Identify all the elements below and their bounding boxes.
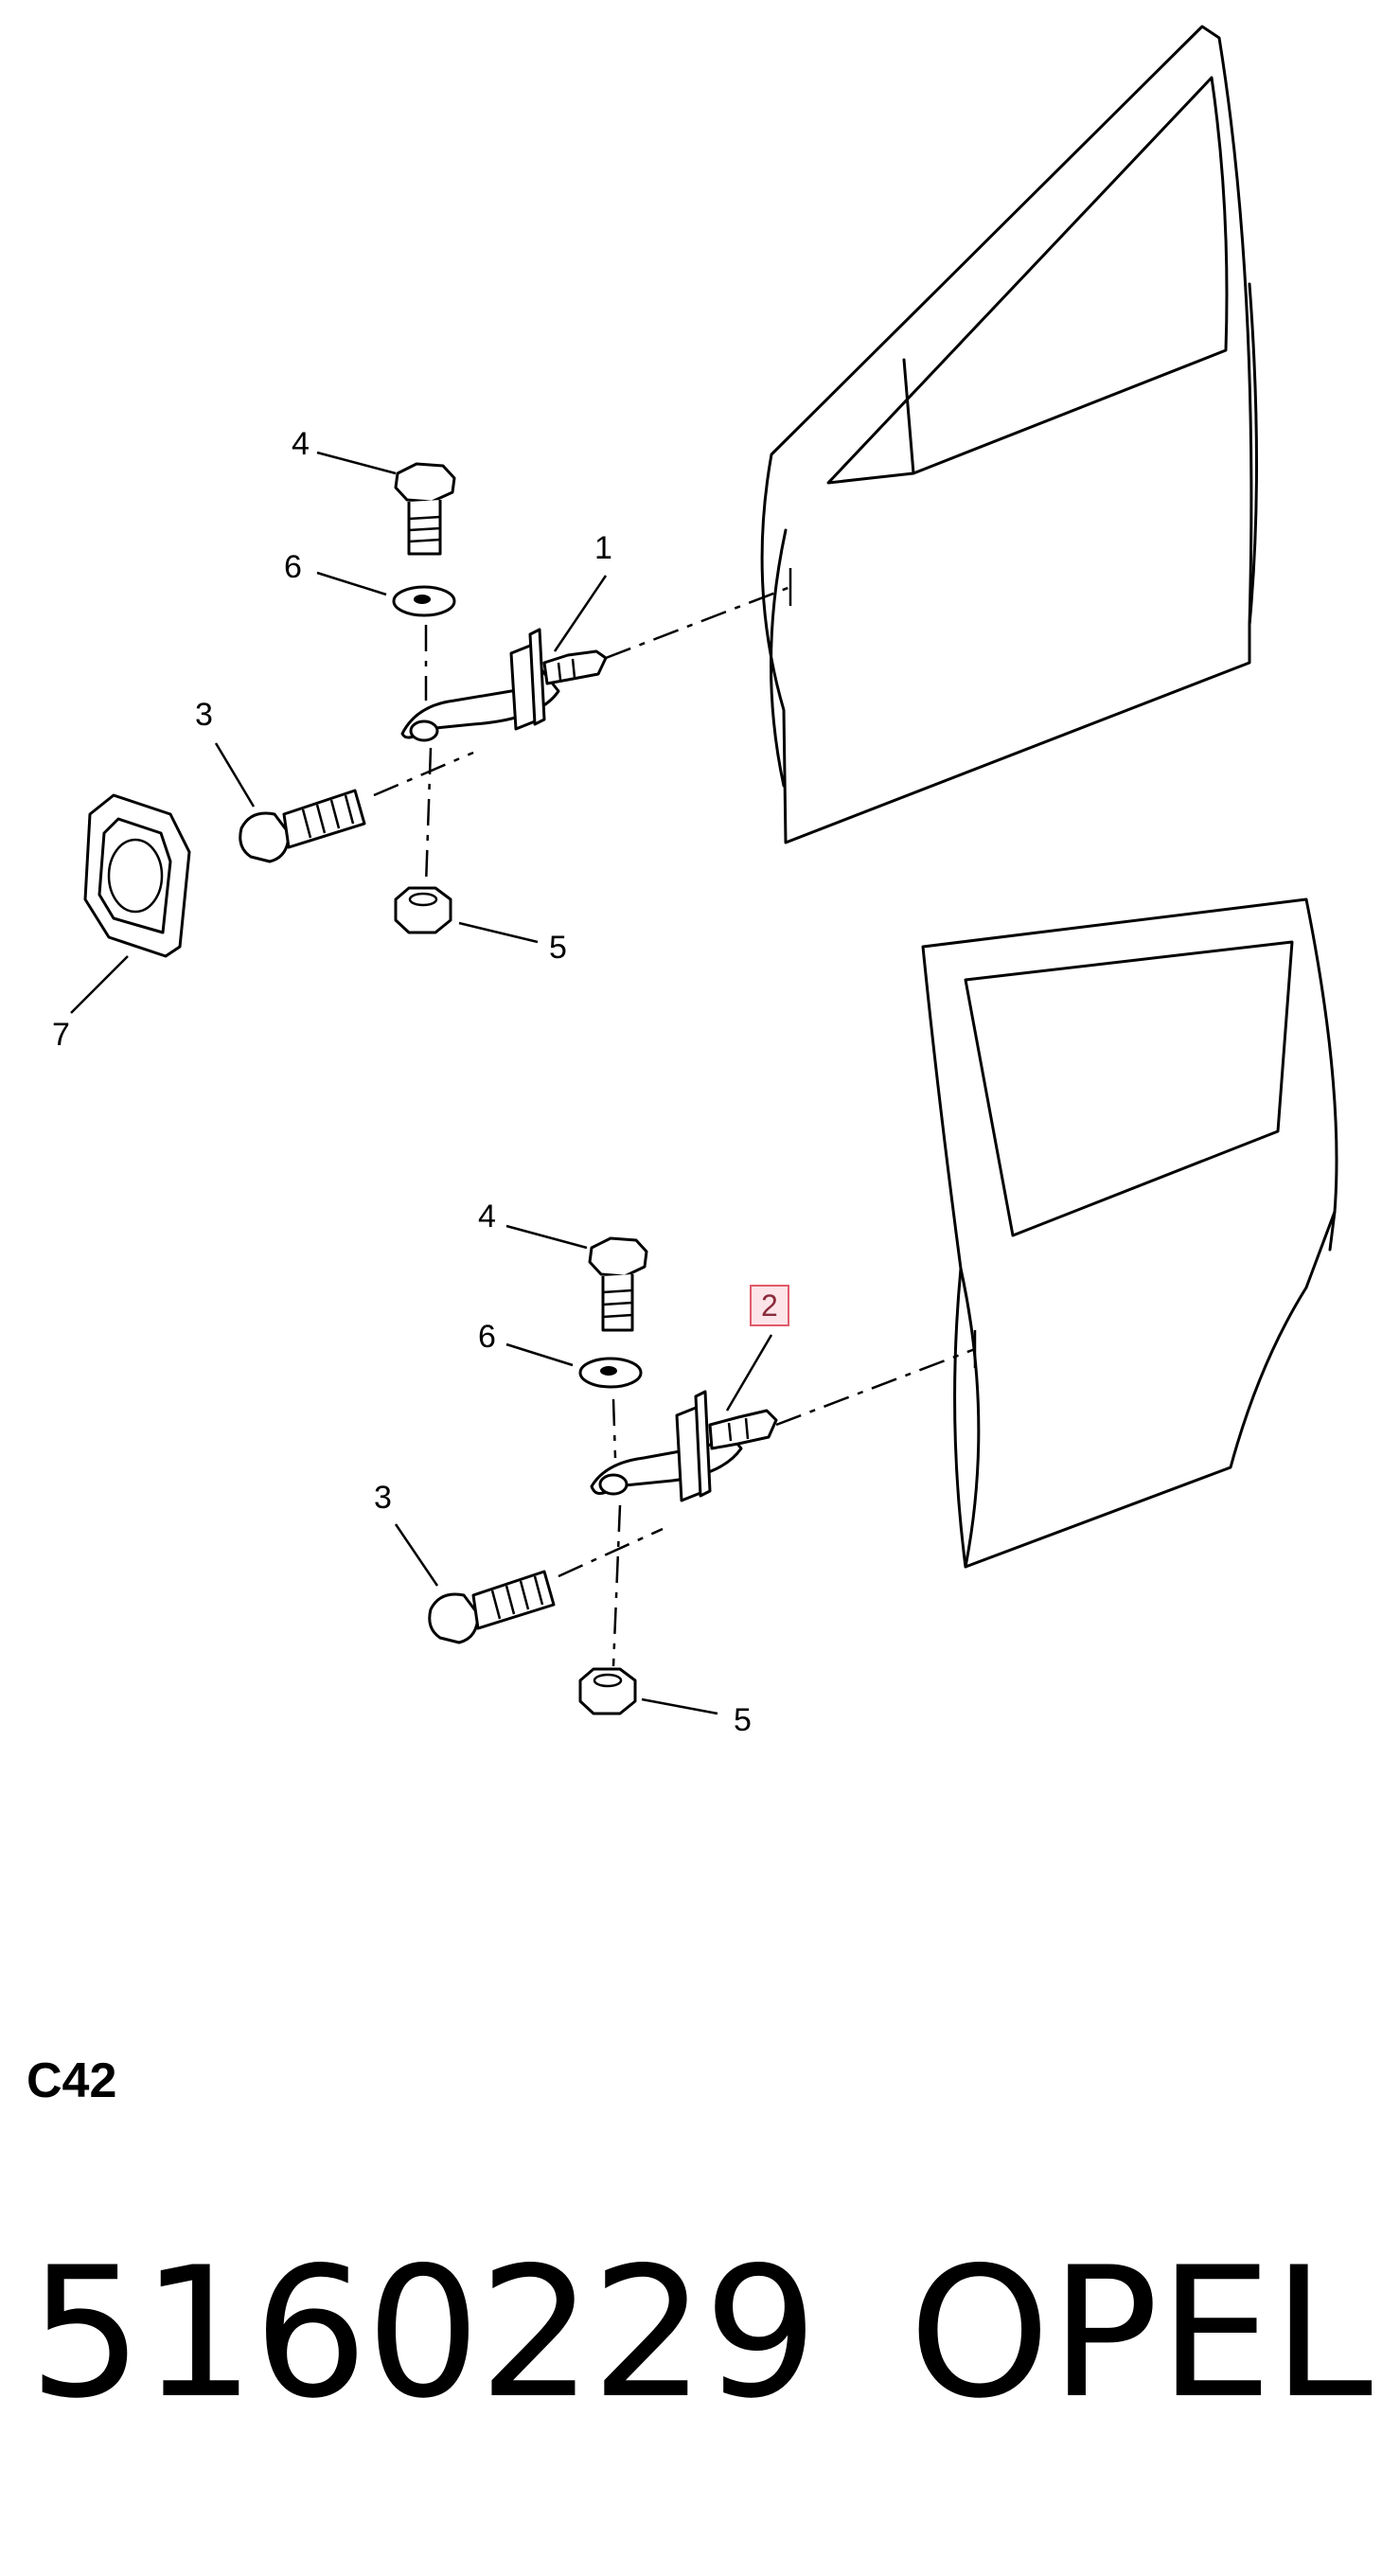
callout-upper-4: 4 — [292, 426, 310, 462]
callout-upper-5: 5 — [549, 930, 567, 966]
upper-nut-5 — [394, 625, 452, 934]
lower-nut-5 — [578, 1398, 637, 1715]
rear-door — [921, 897, 1338, 1569]
leader-lower-4 — [505, 1224, 588, 1250]
leader-upper-3 — [214, 742, 256, 808]
upper-bolt-3 — [239, 751, 474, 863]
section-code: C42 — [27, 2053, 117, 2108]
lower-washer-6 — [578, 1357, 643, 1389]
callout-upper-3: 3 — [195, 697, 213, 733]
lower-bolt-3 — [428, 1527, 664, 1644]
callout-lower-4: 4 — [478, 1199, 496, 1235]
leader-upper-1 — [553, 575, 608, 652]
grommet-7 — [83, 793, 191, 958]
upper-bolt-4 — [394, 462, 456, 556]
leader-upper-4 — [316, 451, 397, 475]
leader-lower-6 — [505, 1342, 574, 1367]
leader-upper-7 — [70, 955, 129, 1014]
callout-lower-6: 6 — [478, 1319, 496, 1355]
leader-lower-3 — [394, 1523, 439, 1587]
brand-name: OPEL — [909, 2229, 1373, 2438]
lower-check-link-assembly — [590, 1330, 977, 1502]
upper-check-link-assembly — [400, 568, 792, 742]
diagram-drawing — [70, 25, 1338, 1715]
leader-upper-5 — [458, 921, 539, 944]
callout-lower-2-highlighted[interactable]: 2 — [750, 1285, 789, 1326]
leader-lower-5 — [641, 1697, 718, 1715]
callout-upper-7: 7 — [52, 1017, 70, 1053]
part-number: 5160229 — [28, 2229, 818, 2438]
exploded-parts-diagram: 4 6 1 3 5 7 4 6 2 3 5 — [52, 25, 1338, 1738]
callout-upper-6: 6 — [284, 549, 302, 585]
front-door — [760, 25, 1258, 844]
callout-lower-5: 5 — [734, 1702, 752, 1738]
lower-bolt-4 — [588, 1236, 648, 1332]
upper-washer-6 — [392, 585, 456, 617]
leader-upper-6 — [316, 571, 387, 596]
leader-lower-2 — [725, 1334, 773, 1412]
callout-lower-3: 3 — [374, 1480, 392, 1516]
callout-upper-1: 1 — [594, 530, 612, 566]
